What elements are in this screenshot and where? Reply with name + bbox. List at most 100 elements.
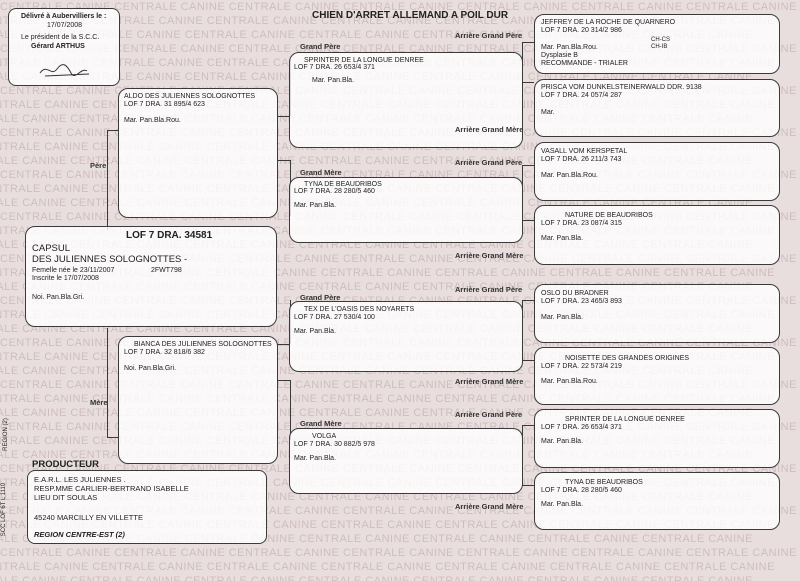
great-grandparent-box-5: OSLO DU BRADNER LOF 7 DRA. 23 465/3 893 …	[534, 284, 780, 343]
arriere-grand-pere-label-1: Arrière Grand Père	[455, 31, 523, 40]
dog-id: 2FWT798	[151, 267, 182, 274]
ag8-color: Mar. Pan.Bla.	[541, 501, 584, 508]
granddam-paternal-box: TYNA DE BEAUDRIBOS LOF 7 DRA. 28 280/5 4…	[289, 177, 523, 243]
ag1-extra-2: RECOMMANDE - TRIALER	[541, 60, 628, 67]
mere-lof: LOF 7 DRA. 32 818/6 382	[124, 349, 205, 356]
pere-box: ALDO DES JULIENNES SOLOGNOTTES LOF 7 DRA…	[118, 88, 278, 218]
ag5-color: Mar. Pan.Bla.	[541, 314, 584, 321]
ag3-name: VASALL VOM KERSPETAL	[541, 148, 628, 155]
ag7-color: Mar. Pan.Bla.	[541, 438, 584, 445]
signature-stamp	[39, 64, 90, 77]
ag3-lof: LOF 7 DRA. 26 211/3 743	[541, 156, 622, 163]
ag2-lof: LOF 7 DRA. 24 057/4 287	[541, 92, 622, 99]
grand-pere-label-1: Grand Père	[300, 42, 341, 51]
arriere-grand-pere-label-2: Arrière Grand Père	[455, 158, 523, 167]
ag4-name: NATURE DE BEAUDRIBOS	[565, 212, 653, 219]
arriere-grand-pere-label-3: Arrière Grand Père	[455, 285, 523, 294]
ag7-lof: LOF 7 DRA. 26 653/4 371	[541, 424, 622, 431]
ag4-lof: LOF 7 DRA. 23 087/4 315	[541, 220, 622, 227]
dog-name-line1: CAPSUL	[32, 243, 71, 254]
grand-pere-label-2: Grand Père	[300, 293, 341, 302]
producer-heading: PRODUCTEUR	[32, 459, 100, 470]
gm-mm-color: Mar. Pan.Bla.	[294, 455, 337, 462]
breed-title: CHIEN D'ARRET ALLEMAND A POIL DUR	[312, 10, 509, 21]
ag2-color: Mar.	[541, 109, 555, 116]
ag6-color: Mar. Pan.Bla.Rou.	[541, 378, 598, 385]
president-title: Le président de la S.C.C.	[21, 34, 100, 41]
pere-color: Mar. Pan.Bla.Rou.	[124, 117, 181, 124]
great-grandparent-box-2: PRISCA VOM DUNKELSTEINERWALD DDR. 9138 L…	[534, 79, 780, 137]
gm-pm-color: Mar. Pan.Bla.	[294, 202, 337, 209]
ag3-color: Mar. Pan.Bla.Rou.	[541, 172, 598, 179]
issue-info-box: Délivré à Aubervilliers le : 17/07/2008 …	[8, 8, 120, 86]
ag8-lof: LOF 7 DRA. 28 280/5 460	[541, 487, 622, 494]
mere-name: BIANCA DES JULIENNES SOLOGNOTTES	[134, 341, 272, 348]
watermark-row: CENTRALE CANINE CENTRALE CANINE CENTRALE…	[0, 561, 775, 573]
great-grandparent-box-7: SPRINTER DE LA LONGUE DENREE LOF 7 DRA. …	[534, 409, 780, 468]
granddam-maternal-box: VOLGA LOF 7 DRA. 30 882/5 978 Mar. Pan.B…	[289, 428, 523, 494]
form-code: SCC LOF 6T L 1110	[1, 482, 8, 537]
producer-line3: LIEU DIT SOULAS	[34, 493, 98, 502]
dog-box: LOF 7 DRA. 34581 CAPSUL DES JULIENNES SO…	[25, 226, 277, 327]
mere-label: Mère	[90, 398, 108, 407]
arriere-grand-pere-label-4: Arrière Grand Père	[455, 410, 523, 419]
producer-box: E.A.R.L. LES JULIENNES . RESP.MME CARLIE…	[27, 470, 267, 544]
grandsire-paternal-box: SPRINTER DE LA LONGUE DENREE LOF 7 DRA. …	[289, 52, 523, 148]
ag5-name: OSLO DU BRADNER	[541, 290, 609, 297]
ag1-color: Mar. Pan.Bla.Rou.	[541, 44, 598, 51]
ag1-lof: LOF 7 DRA. 20 314/2 986	[541, 27, 622, 34]
gp-pp-lof: LOF 7 DRA. 26 653/4 371	[294, 64, 375, 71]
gp-mp-name: TEX DE L'OASIS DES NOYARETS	[304, 306, 415, 313]
arriere-grand-mere-label-1: Arrière Grand Mère	[455, 125, 524, 134]
gm-mm-name: VOLGA	[312, 433, 337, 440]
ag6-lof: LOF 7 DRA. 22 573/4 219	[541, 363, 622, 370]
mere-box: BIANCA DES JULIENNES SOLOGNOTTES LOF 7 D…	[118, 336, 278, 464]
ag1-title-1: CH-CS	[651, 37, 670, 43]
grand-mere-label-1: Grand Mère	[300, 168, 342, 177]
arriere-grand-mere-label-3: Arrière Grand Mère	[455, 377, 524, 386]
producer-line1: E.A.R.L. LES JULIENNES .	[34, 475, 126, 484]
gp-pp-color: Mar. Pan.Bla.	[312, 77, 355, 84]
grand-mere-label-2: Grand Mère	[300, 419, 342, 428]
gm-mm-lof: LOF 7 DRA. 30 882/5 978	[294, 441, 375, 448]
arriere-grand-mere-label-4: Arrière Grand Mère	[455, 502, 524, 511]
producer-line2: RESP.MME CARLIER-BERTRAND ISABELLE	[34, 484, 189, 493]
great-grandparent-box-1: JEFFREY DE LA ROCHE DE QUARNERO LOF 7 DR…	[534, 14, 780, 74]
great-grandparent-box-8: TYNA DE BEAUDRIBOS LOF 7 DRA. 28 280/5 4…	[534, 472, 780, 530]
watermark-row: CENTRALE CANINE CENTRALE CANINE CENTRALE…	[0, 547, 797, 559]
ag6-name: NOISETTE DES GRANDES ORIGINES	[565, 355, 690, 362]
gm-pm-name: TYNA DE BEAUDRIBOS	[304, 181, 382, 188]
issue-date: 17/07/2008	[47, 22, 83, 29]
producer-region: REGION CENTRE-EST (2)	[34, 530, 125, 539]
gp-mp-color: Mar. Pan.Bla.	[294, 328, 337, 335]
great-grandparent-box-3: VASALL VOM KERSPETAL LOF 7 DRA. 26 211/3…	[534, 142, 780, 201]
arriere-grand-mere-label-2: Arrière Grand Mère	[455, 251, 524, 260]
dog-name-line2: DES JULIENNES SOLOGNOTTES -	[32, 254, 188, 265]
gm-pm-lof: LOF 7 DRA. 28 280/5 460	[294, 188, 375, 195]
delivered-label: Délivré à Aubervilliers le :	[21, 13, 107, 20]
pere-lof: LOF 7 DRA. 31 895/4 623	[124, 101, 205, 108]
ag2-name: PRISCA VOM DUNKELSTEINERWALD DDR. 9138	[541, 84, 702, 91]
dog-born: Femelle née le 23/11/2007	[32, 267, 115, 274]
president-name: Gérard ARTHUS	[31, 43, 85, 50]
dog-registered: Inscrite le 17/07/2008	[32, 275, 99, 282]
ag4-color: Mar. Pan.Bla.	[541, 235, 584, 242]
pere-label: Père	[90, 161, 107, 170]
pere-name: ALDO DES JULIENNES SOLOGNOTTES	[124, 93, 256, 100]
watermark-row: CENTRALE CANINE CENTRALE CANINE CENTRALE…	[0, 1, 797, 13]
mere-color: Noi. Pan.Bla.Gri.	[124, 365, 177, 372]
ag8-name: TYNA DE BEAUDRIBOS	[565, 479, 643, 486]
gp-pp-name: SPRINTER DE LA LONGUE DENREE	[304, 57, 424, 64]
watermark-row: CENTRALE CANINE CENTRALE CANINE CENTRALE…	[0, 575, 753, 581]
region-code: REGION (2)	[2, 418, 9, 451]
dog-lof: LOF 7 DRA. 34581	[126, 230, 213, 241]
ag1-name: JEFFREY DE LA ROCHE DE QUARNERO	[541, 19, 676, 26]
producer-line4: 45240 MARCILLY EN VILLETTE	[34, 513, 143, 522]
great-grandparent-box-4: NATURE DE BEAUDRIBOS LOF 7 DRA. 23 087/4…	[534, 205, 780, 265]
grandsire-maternal-box: TEX DE L'OASIS DES NOYARETS LOF 7 DRA. 2…	[289, 301, 523, 372]
ag1-title-2: CH-IB	[651, 44, 668, 50]
great-grandparent-box-6: NOISETTE DES GRANDES ORIGINES LOF 7 DRA.…	[534, 347, 780, 405]
ag7-name: SPRINTER DE LA LONGUE DENREE	[565, 416, 685, 423]
gp-mp-lof: LOF 7 DRA. 27 530/4 100	[294, 314, 375, 321]
